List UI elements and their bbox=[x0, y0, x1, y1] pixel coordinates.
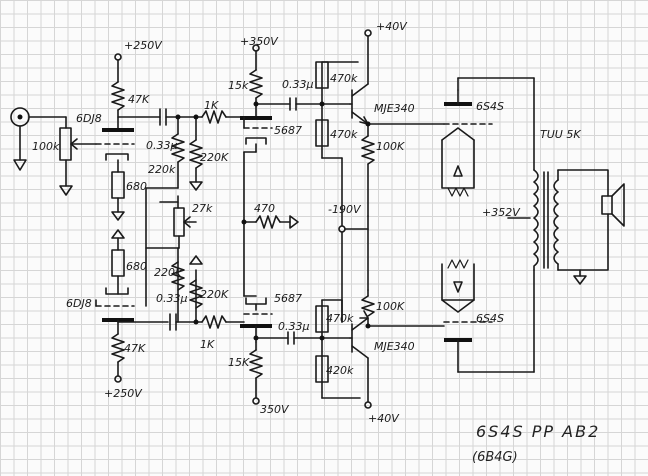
balance-pot bbox=[145, 195, 197, 249]
bias-node bbox=[338, 157, 369, 323]
input-jack bbox=[10, 107, 67, 171]
neg190-label: -190V bbox=[328, 203, 362, 216]
speaker-icon bbox=[601, 183, 625, 227]
r680-top-label: 680 bbox=[126, 180, 147, 193]
r15k-top-label: 15k bbox=[228, 79, 249, 92]
pot27k-label: 27k bbox=[192, 202, 213, 215]
r220k-a-label: 220k bbox=[148, 163, 176, 176]
mje-bot-label: MJE340 bbox=[374, 340, 415, 353]
title-sub: (6B4G) bbox=[472, 450, 518, 465]
volume-pot bbox=[59, 116, 97, 196]
output-transformer bbox=[507, 77, 609, 373]
upper-driver bbox=[289, 29, 445, 217]
r680-bot-label: 680 bbox=[126, 260, 147, 273]
ot-b-plus-label: +352V bbox=[482, 206, 521, 219]
r220k-c-label: 220k bbox=[154, 266, 182, 279]
r470k-bot2-label: 420k bbox=[326, 364, 354, 377]
r470k-top1-label: 470k bbox=[330, 72, 358, 85]
r470-label: 470 bbox=[254, 202, 275, 215]
tube-5687-bot-label: 5687 bbox=[274, 292, 302, 305]
b40-bot-label: +40V bbox=[368, 412, 400, 425]
cap033-mid-top-label: 0.33μ bbox=[282, 78, 314, 91]
cap033-mid-bot-label: 0.33μ bbox=[278, 320, 310, 333]
title-main: 6S4S PP AB2 bbox=[476, 422, 600, 441]
r1k-bot-label: 1K bbox=[200, 338, 215, 351]
mje-top-label: MJE340 bbox=[374, 102, 415, 115]
r100k-bot-label: 100K bbox=[376, 300, 405, 313]
b40-top-label: +40V bbox=[376, 20, 408, 33]
tube-6s4s-bot-label: 6S4S bbox=[476, 312, 504, 325]
b250-top-label: +250V bbox=[124, 39, 163, 52]
tube-6dj8-top-label: 6DJ8 bbox=[76, 112, 102, 125]
tube-6s4s-top-label: 6S4S bbox=[476, 100, 504, 113]
r470k-bot1-label: 470k bbox=[326, 312, 354, 325]
r100k-top-label: 100K bbox=[376, 140, 405, 153]
lower-6s4s-tube bbox=[441, 259, 535, 373]
pot-100k-label: 100k bbox=[32, 140, 60, 153]
tube-5687-top-label: 5687 bbox=[274, 124, 302, 137]
cap033-in-bot-label: 0.33μ bbox=[156, 292, 188, 305]
r220k-d-label: 220K bbox=[200, 288, 229, 301]
cathode-470 bbox=[241, 215, 299, 229]
r47k-top-label: 47K bbox=[128, 93, 150, 106]
upper-6s4s-tube bbox=[441, 77, 535, 197]
r47k-bot-label: 47K bbox=[124, 342, 146, 355]
lower-6dj8-stage bbox=[95, 229, 169, 383]
r15k-bot-label: 15K bbox=[228, 356, 250, 369]
r470k-top2-label: 470k bbox=[330, 128, 358, 141]
lower-5687-tube bbox=[240, 295, 289, 405]
lower-interstage bbox=[169, 247, 245, 331]
r1k-top-label: 1K bbox=[204, 99, 219, 112]
upper-6dj8-stage bbox=[95, 53, 161, 221]
b350-bot-label: 350V bbox=[260, 403, 290, 416]
b250-bot-label: +250V bbox=[104, 387, 143, 400]
tube-6dj8-bot-label: 6DJ8 bbox=[66, 297, 92, 310]
ot-label: TUU 5K bbox=[540, 128, 581, 141]
b350-top-label: +350V bbox=[240, 35, 279, 48]
r220k-b-label: 220K bbox=[200, 151, 229, 164]
cap033-in-top-label: 0.33μ bbox=[146, 139, 178, 152]
lower-driver bbox=[287, 289, 445, 409]
upper-interstage bbox=[145, 108, 245, 307]
